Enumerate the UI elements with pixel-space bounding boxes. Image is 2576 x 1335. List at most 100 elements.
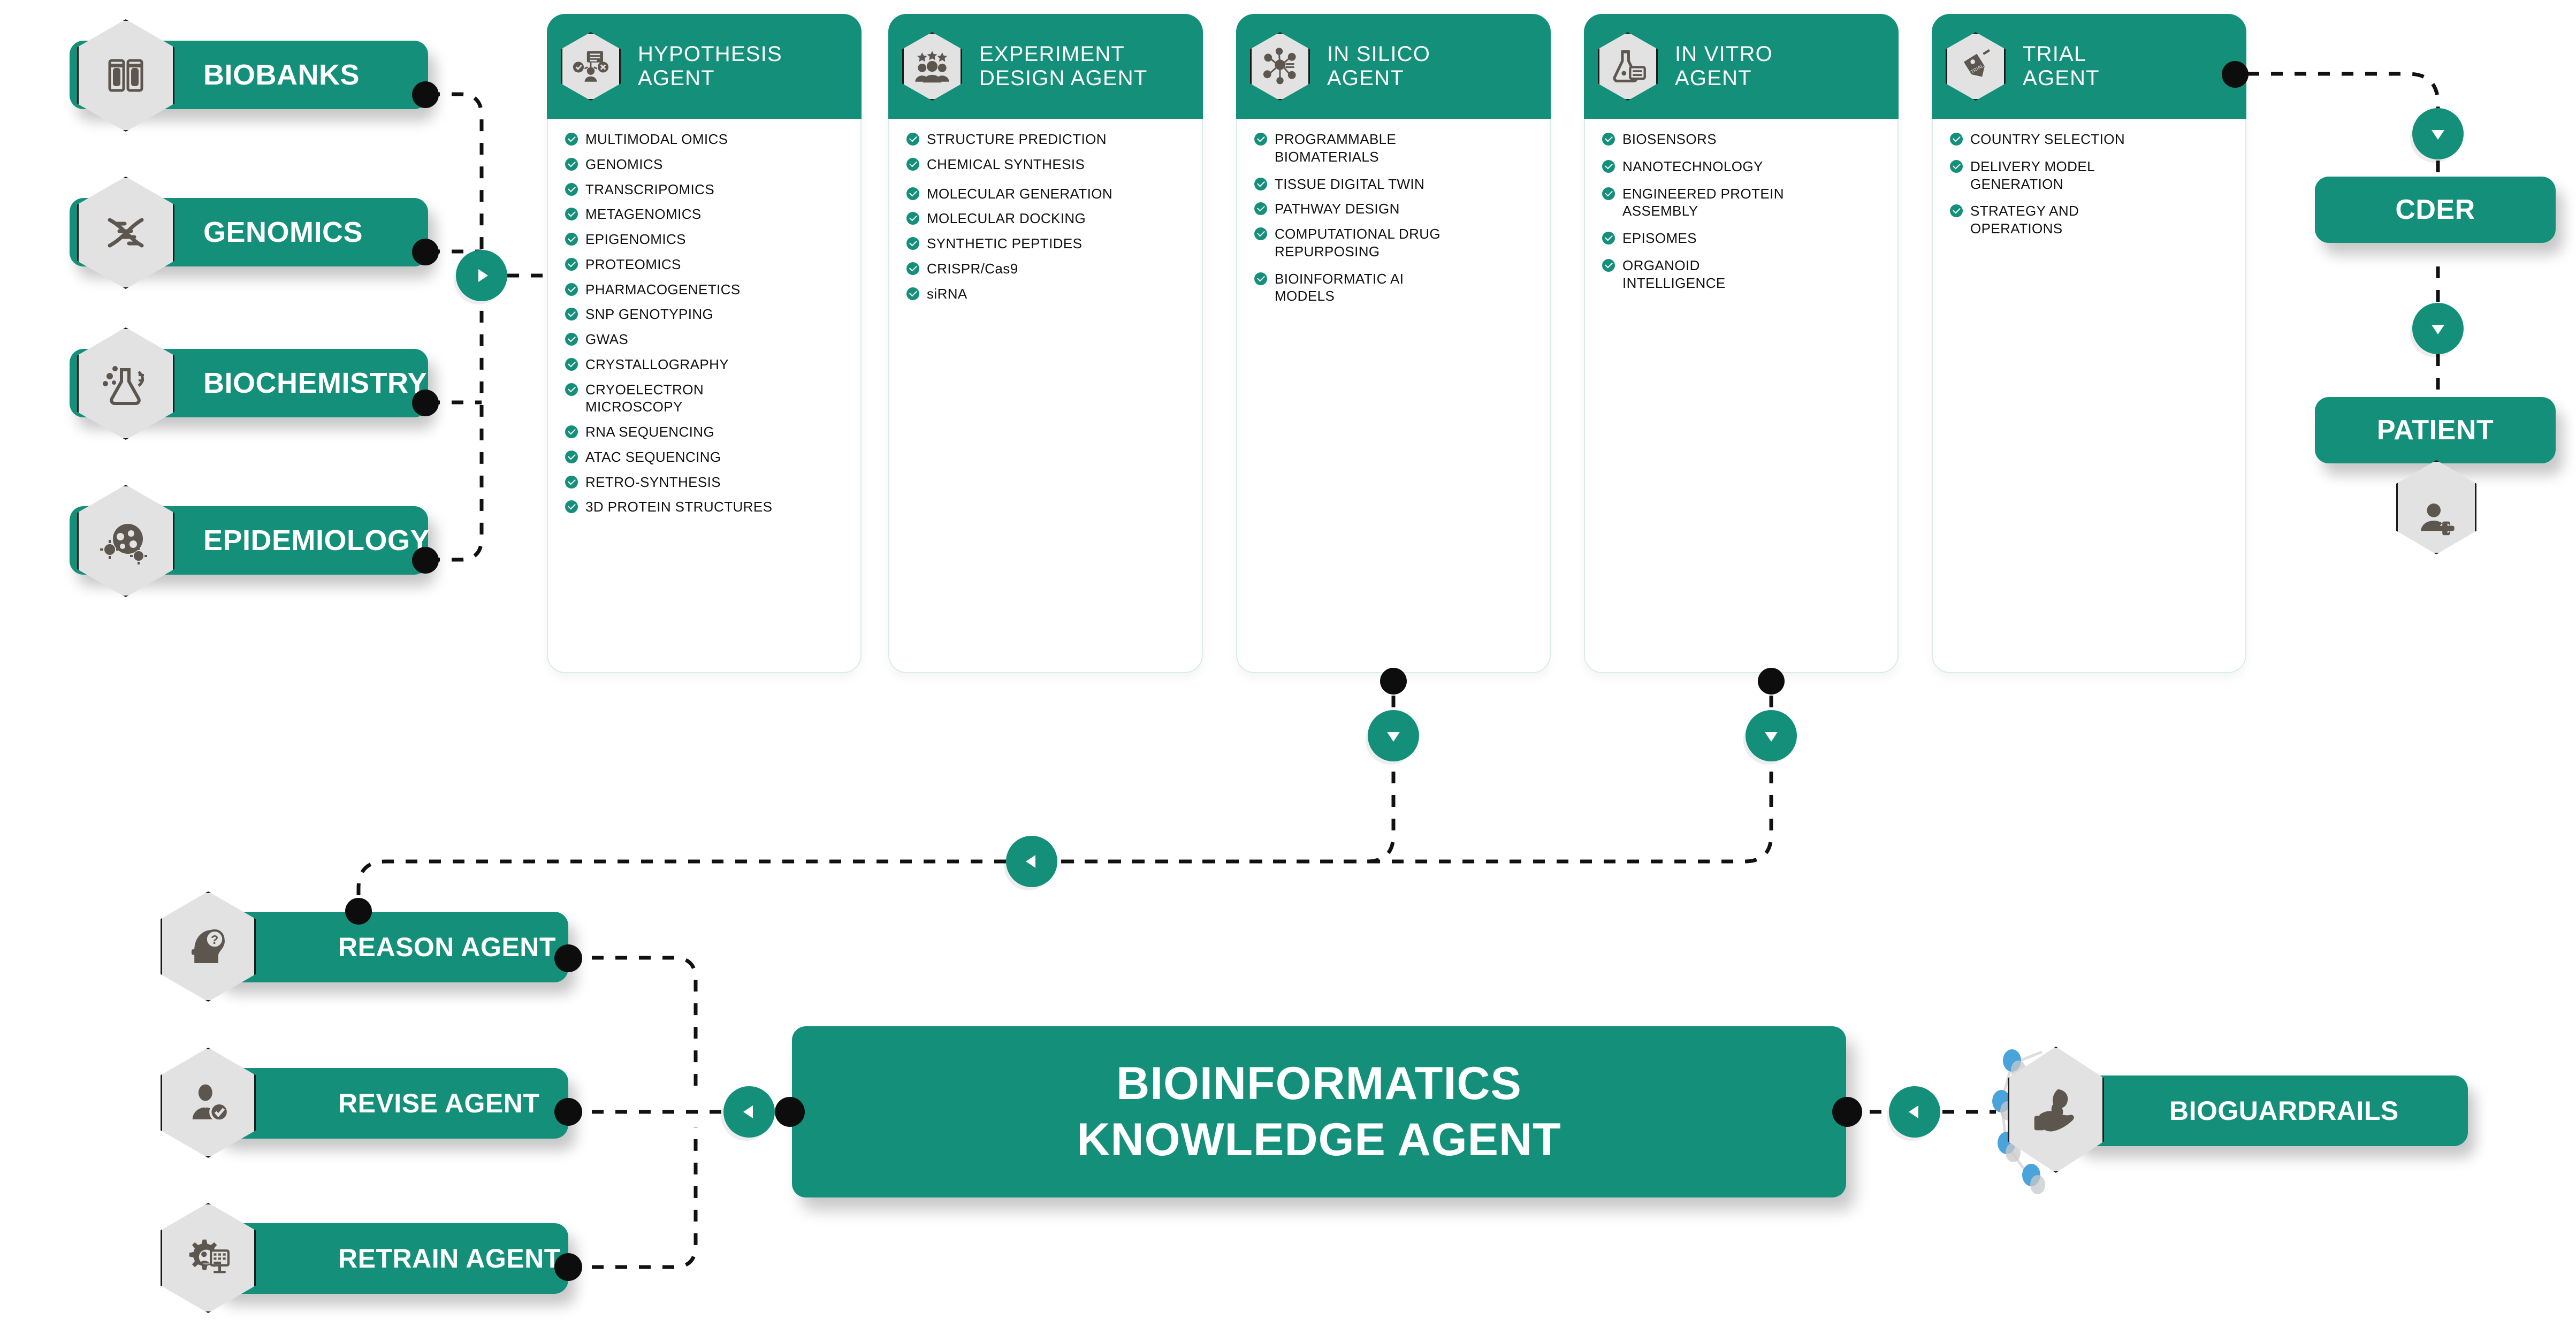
agent-card-in-silico[interactable]: IN SILICO AGENT PROGRAMMABLE BIOMATERIAL… [1236, 14, 1551, 673]
check-icon [906, 187, 919, 200]
list-item: CHEMICAL SYNTHESIS [906, 156, 1192, 173]
card-header: HYPOTHESIS AGENT [547, 14, 862, 119]
check-icon [906, 237, 919, 250]
card-body [1236, 14, 1551, 673]
down-arrow-node-insilico[interactable] [1368, 710, 1419, 761]
guardrails-label: BIOGUARDRAILS [2169, 1096, 2399, 1126]
connector-dot-invitro-out [1758, 668, 1785, 695]
list-item: MOLECULAR DOCKING [906, 210, 1192, 227]
check-icon [565, 383, 578, 396]
check-icon [1950, 159, 1963, 173]
list-item: COUNTRY SELECTION [1950, 131, 2236, 148]
check-icon [906, 133, 919, 146]
source-pill-biochemistry[interactable]: BIOCHEMISTRY [70, 327, 440, 440]
card-header: IN VITRO AGENT [1584, 14, 1899, 119]
connector-dot-retrain-right [554, 1253, 582, 1281]
title-line: IN SILICO [1327, 42, 1431, 66]
list-item: COMPUTATIONAL DRUG REPURPOSING [1254, 225, 1540, 261]
check-icon [1602, 258, 1615, 272]
card-body [888, 14, 1203, 673]
list-item: TRANSCRIPOMICS [565, 181, 851, 199]
connector-dot-center-right [1832, 1097, 1862, 1127]
output-pill-bar: CDER [2315, 177, 2567, 257]
check-icon [1254, 202, 1267, 216]
check-icon [1602, 187, 1615, 200]
guardrails-pill[interactable]: BIOGUARDRAILS [2008, 1047, 2480, 1173]
left-arrow-node-center-in[interactable] [723, 1086, 775, 1138]
chevron-left-icon [1908, 1105, 1918, 1118]
chevron-right-icon [478, 269, 488, 282]
list-item: METAGENOMICS [565, 205, 851, 223]
list-item: MOLECULAR GENERATION [906, 185, 1192, 203]
check-icon [565, 157, 578, 171]
list-item: siRNA [906, 285, 1192, 303]
connector-dot-epidemiology [412, 547, 439, 574]
source-pill-genomics[interactable]: GENOMICS [70, 177, 440, 289]
list-item: DELIVERY MODEL GENERATION [1950, 158, 2236, 193]
list-item: ATAC SEQUENCING [565, 448, 851, 466]
output-pill-cder[interactable]: CDER [2315, 177, 2567, 257]
list-item: EPISOMES [1602, 230, 1888, 247]
card-body [1932, 14, 2246, 673]
loop-agent-label: REASON AGENT [338, 932, 556, 962]
list-item: ORGANOID INTELLIGENCE [1602, 257, 1888, 292]
source-pill-epidemiology[interactable]: EPIDEMIOLOGY [70, 485, 440, 597]
source-label: BIOBANKS [203, 59, 360, 91]
check-icon [906, 262, 919, 275]
list-item: BIOSENSORS [1602, 131, 1888, 148]
agent-card-trial[interactable]: TRIAL TRIAL AGENT COUNTRY SELECTION DELI… [1932, 14, 2246, 673]
check-icon [565, 475, 578, 489]
molecule-chip-icon [1250, 32, 1310, 101]
title-line: EXPERIMENT [979, 42, 1125, 66]
check-icon [1254, 272, 1267, 285]
wire-bus-to-reason [356, 859, 1006, 910]
list-item: EPIGENOMICS [565, 231, 851, 248]
card-title: IN SILICO AGENT [1327, 42, 1430, 90]
source-pill-biobanks[interactable]: BIOBANKS [70, 19, 440, 132]
loop-pill-retrain-agent[interactable]: RETRAIN AGENT [161, 1203, 580, 1313]
title-line: TRIAL [2023, 42, 2087, 66]
chevron-down-icon [1387, 732, 1400, 742]
loop-agent-label: REVISE AGENT [338, 1088, 540, 1118]
card-header: EXPERIMENT DESIGN AGENT [888, 14, 1203, 119]
check-icon [1254, 177, 1267, 190]
globe-virus-icon [77, 485, 174, 597]
center-card-title: BIOINFORMATICS KNOWLEDGE AGENT [1077, 1056, 1561, 1168]
wire-reason-right [568, 956, 698, 1097]
left-arrow-node-guardrails[interactable] [1889, 1086, 1940, 1138]
chevron-down-icon [2432, 130, 2444, 140]
down-arrow-node-invitro[interactable] [1746, 710, 1797, 761]
card-body [1584, 14, 1899, 673]
list-item: TISSUE DIGITAL TWIN [1254, 176, 1540, 193]
card-title: TRIAL AGENT [2023, 42, 2100, 90]
wire-insilico-down-b [1060, 748, 1396, 864]
title-line: DESIGN AGENT [979, 66, 1148, 90]
agent-card-experiment-design[interactable]: EXPERIMENT DESIGN AGENT STRUCTURE PREDIC… [888, 14, 1203, 673]
loop-pill-bar: RETRAIN AGENT [214, 1223, 580, 1308]
output-pill-patient[interactable]: PATIENT [2315, 397, 2567, 477]
source-label: EPIDEMIOLOGY [203, 524, 430, 556]
agent-card-hypothesis[interactable]: HYPOTHESIS AGENT MULTIMODAL OMICS GENOMI… [547, 14, 862, 673]
connector-dot-revise-right [554, 1098, 582, 1126]
capability-list: PROGRAMMABLE BIOMATERIALS TISSUE DIGITAL… [1254, 131, 1540, 312]
check-icon [1602, 133, 1615, 146]
list-item: 3D PROTEIN STRUCTURES [565, 498, 851, 516]
agent-card-in-vitro[interactable]: IN VITRO AGENT BIOSENSORS NANOTECHNOLOGY… [1584, 14, 1899, 673]
connector-dot-insilico-out [1380, 668, 1407, 695]
play-arrow-node[interactable] [456, 250, 507, 301]
list-item: SNP GENOTYPING [565, 306, 851, 323]
loop-pill-revise-agent[interactable]: REVISE AGENT [161, 1048, 580, 1158]
list-item: RETRO-SYNTHESIS [565, 474, 851, 491]
down-arrow-node-cder[interactable] [2412, 108, 2464, 159]
check-icon [565, 283, 578, 296]
left-arrow-node-bus[interactable] [1006, 836, 1057, 887]
title-line: AGENT [1327, 66, 1404, 90]
source-label: GENOMICS [203, 216, 363, 248]
connector-dot-reason-top [345, 898, 372, 925]
svg-text:?: ? [211, 933, 218, 947]
check-icon [565, 208, 578, 221]
loop-pill-reason-agent[interactable]: REASON AGENT ? [161, 891, 580, 1002]
team-stars-icon [902, 32, 962, 101]
bioinformatics-knowledge-agent-card[interactable]: BIOINFORMATICS KNOWLEDGE AGENT [792, 1026, 1846, 1197]
down-arrow-node-patient[interactable] [2412, 303, 2464, 354]
